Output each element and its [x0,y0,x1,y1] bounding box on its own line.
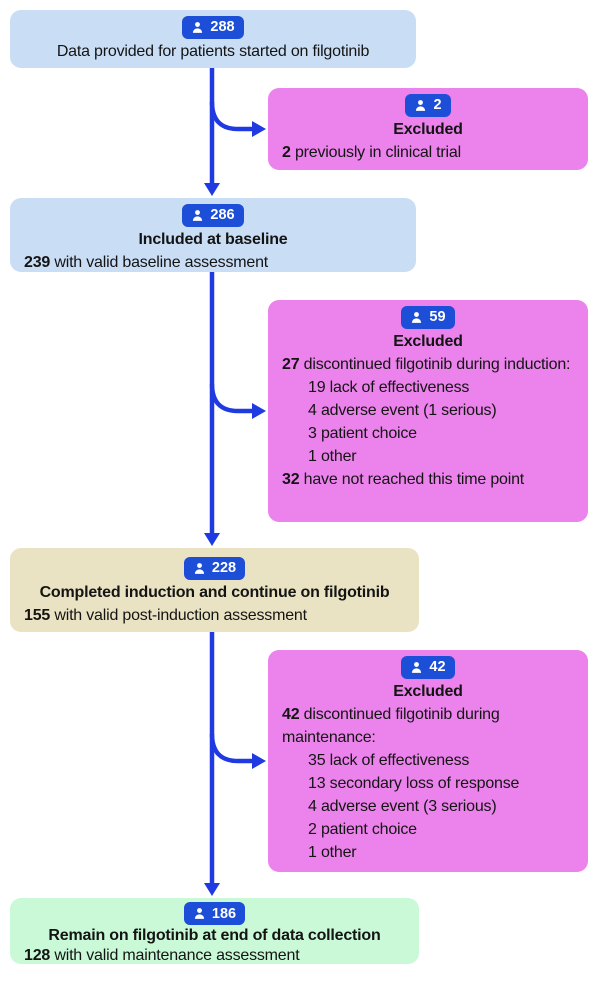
node-text-line: 2 previously in clinical trial [282,144,461,161]
arrowhead-down-3 [204,883,220,896]
node-text-line: 239 with valid baseline assessment [24,254,269,271]
patient-count-badge: 42 [401,656,455,679]
node-text-line: 13 secondary loss of response [308,775,520,792]
node-text-line: 27 discontinued filgotinib during induct… [282,356,571,373]
branch-to-excluded-trial [209,101,253,132]
node-remain-filgotinib: 186 Remain on filgotinib at end of data … [10,898,419,964]
arrowhead-right-3 [252,753,266,769]
patient-count-badge: 2 [405,94,451,117]
node-text-line: 2 patient choice [308,821,417,838]
node-text-line: 32 have not reached this time point [282,471,525,488]
patient-count: 186 [211,905,237,922]
patient-count: 228 [211,560,237,576]
patient-count: 2 [433,97,442,113]
node-text-line: 1 other [308,844,357,861]
node-title: Excluded [393,121,463,138]
person-icon [193,22,203,33]
node-completed-induction: 228 Completed induction and continue on … [10,548,419,632]
node-included-baseline: 286 Included at baseline 239 with valid … [10,198,416,272]
node-text-line: 42 discontinued filgotinib during mainte… [282,706,500,746]
arrowhead-down-1 [204,183,220,196]
node-title: Included at baseline [138,231,288,248]
person-icon [412,312,422,323]
patient-count: 288 [210,19,235,35]
person-icon [194,563,204,574]
node-title: Completed induction and continue on filg… [39,584,390,601]
arrowhead-right-1 [252,121,266,137]
patient-count: 42 [429,659,446,675]
branch-to-excluded-maintenance [209,733,253,764]
node-excluded-clinical-trial: 2 Excluded 2 previously in clinical tria… [268,88,588,170]
patient-count: 59 [429,309,446,325]
node-text-line: 4 adverse event (1 serious) [308,402,497,419]
person-icon [416,100,426,111]
person-icon [194,908,204,919]
branch-to-excluded-induction [209,383,253,414]
patient-count: 286 [210,207,235,223]
node-excluded-induction: 59 Excluded 27 discontinued filgotinib d… [268,300,588,522]
node-data-provided: 288 Data provided for patients started o… [10,10,416,68]
node-text-line: Data provided for patients started on fi… [56,43,370,60]
node-excluded-maintenance: 42 Excluded 42 discontinued filgotinib d… [268,650,588,872]
node-text-line: 19 lack of effectiveness [308,379,470,396]
node-text-line: 128 with valid maintenance assessment [24,947,300,964]
person-icon [193,210,203,221]
node-title: Remain on filgotinib at end of data coll… [48,927,381,944]
arrowhead-right-2 [252,403,266,419]
node-title: Excluded [393,333,463,350]
arrowhead-down-2 [204,533,220,546]
node-title: Excluded [393,683,463,700]
patient-count-badge: 228 [183,557,246,580]
node-text-line: 155 with valid post-induction assessment [24,607,307,624]
patient-count-badge: 186 [183,902,246,925]
patient-count-badge: 288 [182,16,244,39]
node-text-line: 4 adverse event (3 serious) [308,798,497,815]
node-text-line: 1 other [308,448,357,465]
node-text-line: 3 patient choice [308,425,417,442]
patient-count-badge: 59 [401,306,455,329]
patient-count-badge: 286 [182,204,244,227]
node-text-line: 35 lack of effectiveness [308,752,470,769]
person-icon [412,662,422,673]
